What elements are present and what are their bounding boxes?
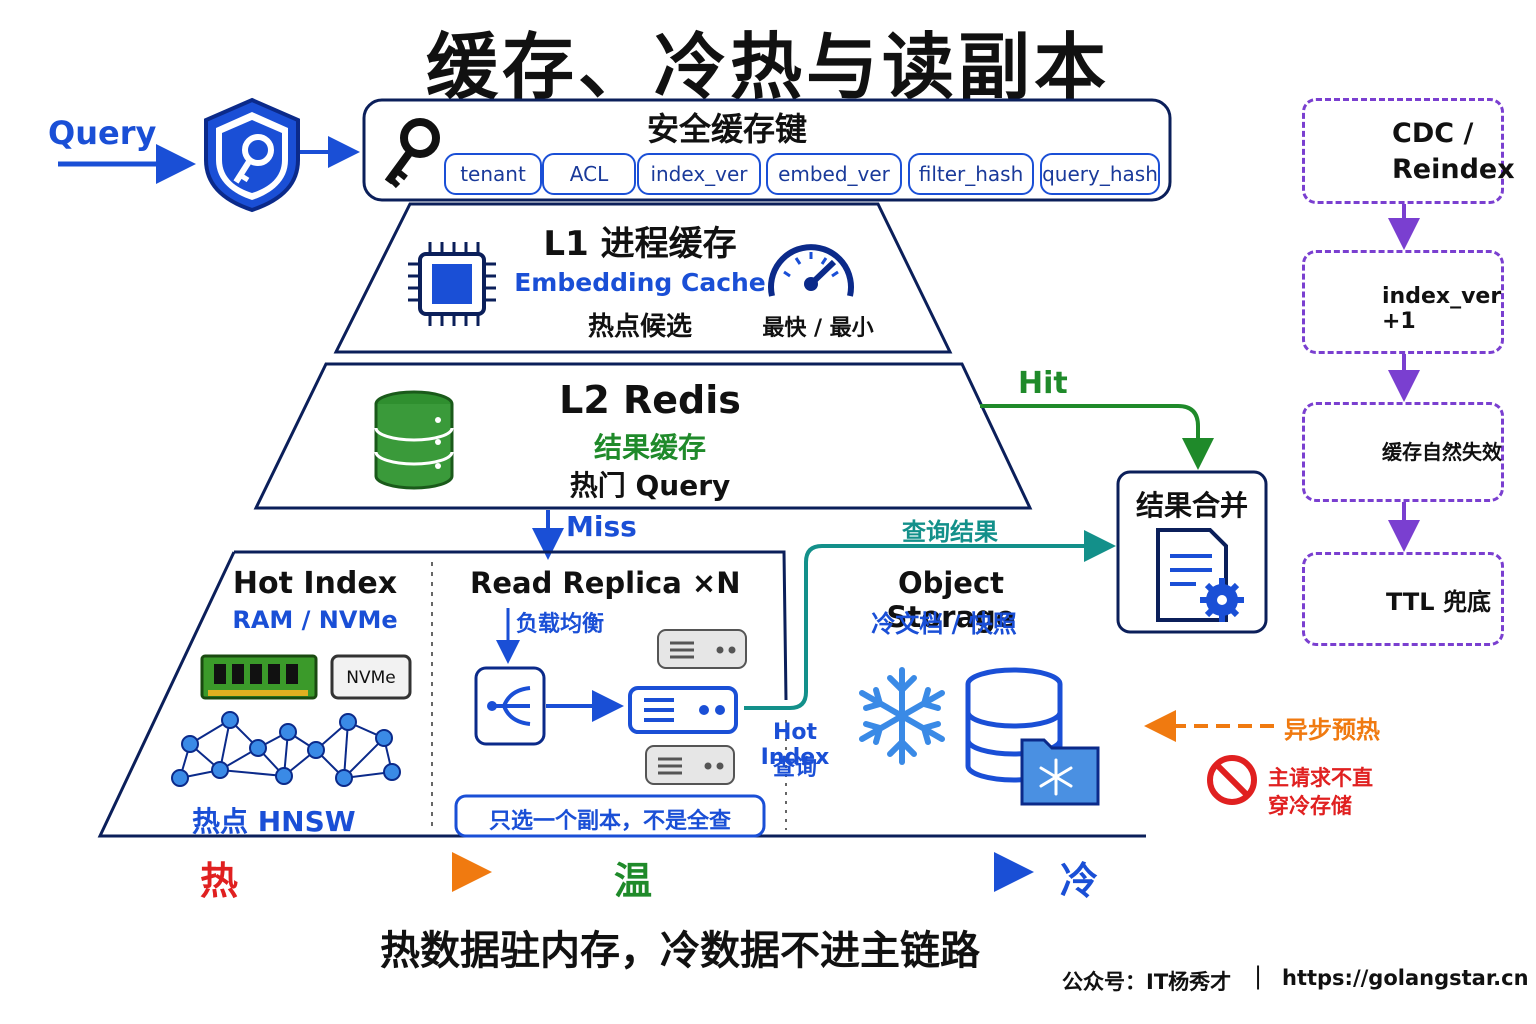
active-replica-server-icon [628, 686, 738, 734]
hnsw-nodes [171, 711, 401, 787]
replica-note: 只选一个副本，不是全查 [488, 809, 731, 834]
object-storage-subtitle: 冷文档 / 快照 [871, 610, 1017, 638]
replica-server-icon [657, 629, 747, 669]
ttl-box [1302, 552, 1504, 646]
cdc-reindex-box [1302, 98, 1504, 204]
cold-label: 冷 [1060, 859, 1099, 903]
l1-title: L1 进程缓存 [543, 224, 737, 264]
key-field-index-ver: index_ver [637, 153, 761, 195]
no-cold-line1: 主请求不直 [1268, 766, 1373, 790]
footer-account: 公众号：IT杨秀才 [1062, 970, 1232, 994]
hot-index-query-line2: 查询 [772, 756, 817, 781]
index-ver-label: index_ver +1 [1382, 284, 1502, 334]
hot-index-subtitle: RAM / NVMe [232, 606, 398, 634]
load-balancer-icon [474, 666, 546, 746]
l2-title: L2 Redis [559, 378, 741, 422]
l2-desc: 热门 Query [569, 469, 731, 502]
cdc-reindex-label: CDC / Reindex [1392, 118, 1515, 185]
miss-label: Miss [566, 510, 637, 543]
key-field-tenant: tenant [444, 153, 542, 195]
object-storage-title: Object Storage [886, 566, 1016, 634]
cache-expire-box [1302, 402, 1504, 502]
prewarm-label: 异步预热 [1284, 716, 1380, 744]
key-field-query-hash: query_hash [1040, 153, 1160, 195]
hot-index-query-line1: Hot Index [760, 720, 830, 770]
l1-speed: 最快 / 最小 [762, 316, 874, 341]
bottom-caption: 热数据驻内存，冷数据不进主链路 [380, 928, 980, 974]
nvme-label: NVMe [346, 668, 396, 688]
cache-expire-label: 缓存自然失效 [1382, 440, 1502, 464]
key-field-acl: ACL [542, 153, 636, 195]
footer-separator: | [1254, 962, 1263, 990]
replica-note-box [454, 794, 766, 838]
nvme-chip-icon [330, 654, 412, 700]
l1-layer [333, 202, 953, 354]
cold-folder-icon [1020, 738, 1100, 806]
l1-desc: 热点候选 [587, 312, 692, 342]
query-result-arrow [744, 530, 1116, 710]
hot-index-title: Hot Index [232, 566, 398, 601]
shield-key-icon [204, 97, 300, 213]
l1-subtitle: Embedding Cache [514, 268, 766, 297]
lb-label: 负载均衡 [516, 612, 605, 637]
ttl-label: TTL 兜底 [1386, 588, 1491, 616]
page-title: 缓存、冷热与读副本 [425, 25, 1110, 109]
read-replica-title: Read Replica ×N [470, 566, 741, 600]
storage-layer [234, 550, 788, 701]
warm-label: 温 [614, 859, 653, 903]
hit-arrow [980, 404, 1214, 470]
l2-subtitle: 结果缓存 [593, 431, 706, 464]
cpu-chip-icon [408, 242, 496, 326]
hot-label: 热 [200, 859, 239, 903]
merge-title: 结果合并 [1135, 489, 1248, 522]
replica-server-icon-2 [645, 745, 735, 785]
key-field-embed-ver: embed_ver [766, 153, 902, 195]
cache-key-title: 安全缓存键 [646, 110, 807, 148]
hnsw-caption: 热点 HNSW [192, 805, 356, 838]
hit-label: Hit [1018, 366, 1068, 401]
index-ver-box [1302, 250, 1504, 354]
ram-stick-icon [200, 654, 318, 700]
query-result-label: 查询结果 [902, 518, 998, 546]
redis-database-icon [374, 390, 454, 490]
no-entry-icon [1207, 755, 1257, 805]
query-label: Query [48, 114, 157, 152]
key-icon [384, 118, 440, 189]
no-cold-line2: 穿冷存储 [1268, 794, 1352, 818]
key-field-filter-hash: filter_hash [908, 153, 1034, 195]
speedometer-icon [768, 244, 854, 297]
snowflake-icon [859, 667, 945, 765]
document-settings-icon [1156, 528, 1244, 622]
footer-url[interactable]: https://golangstar.cn [1282, 966, 1529, 990]
